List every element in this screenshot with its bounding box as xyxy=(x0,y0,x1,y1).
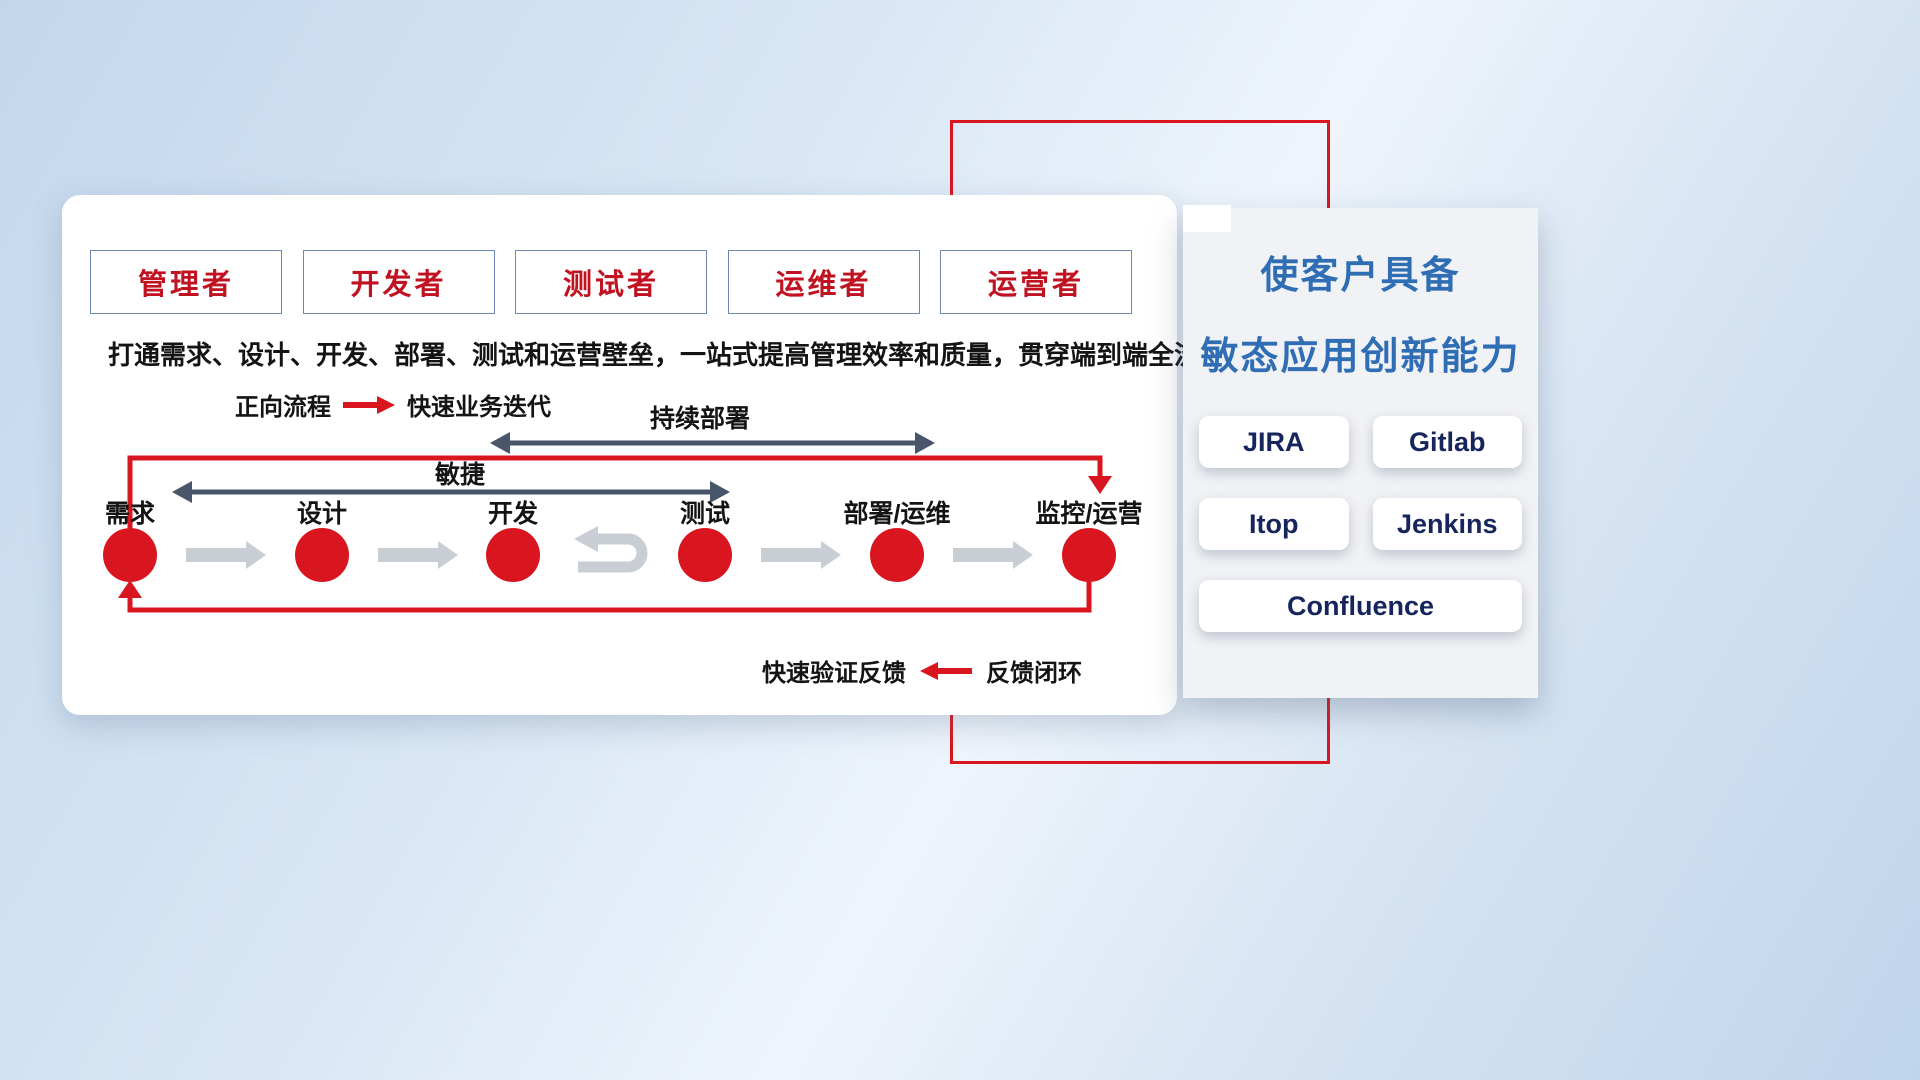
node-label-monitor-operate: 监控/运营 xyxy=(1035,500,1143,528)
devops-flow-panel: 管理者 开发者 测试者 运维者 运营者 打通需求、设计、开发、部署、测试和运营壁… xyxy=(62,195,1227,715)
node-label-deploy-ops: 部署/运维 xyxy=(843,500,951,528)
tool-badge-itop: Itop xyxy=(1199,498,1349,550)
role-box-ops: 运维者 xyxy=(727,250,920,314)
tool-row: Confluence xyxy=(1199,580,1522,632)
tool-badge-gitlab: Gitlab xyxy=(1372,416,1522,468)
tools-panel-title-line2: 敏态应用创新能力 xyxy=(1200,336,1521,378)
forward-arrow-icon xyxy=(343,395,395,414)
legend-forward-desc: 快速业务迭代 xyxy=(407,394,551,421)
tool-badge-jenkins: Jenkins xyxy=(1372,498,1522,550)
role-label: 开发者 xyxy=(350,269,447,301)
iteration-loop-icon xyxy=(574,526,648,573)
legend-feedback-label: 反馈闭环 xyxy=(986,660,1082,687)
tool-badge-jira: JIRA xyxy=(1199,416,1349,468)
tool-badge-confluence: Confluence xyxy=(1199,580,1522,632)
node-label-develop: 开发 xyxy=(487,500,538,528)
agile-span-label: 敏捷 xyxy=(434,461,485,489)
role-label: 管理者 xyxy=(137,269,234,301)
legend-forward: 正向流程 快速业务迭代 xyxy=(235,387,551,422)
role-box-manager: 管理者 xyxy=(90,250,282,314)
flow-subtitle: 打通需求、设计、开发、部署、测试和运营壁垒，一站式提高管理效率和质量，贯穿端到端… xyxy=(108,340,1227,370)
step-arrows xyxy=(186,541,1033,569)
role-box-tester: 测试者 xyxy=(515,250,707,314)
node-label-requirements: 需求 xyxy=(104,500,155,528)
role-label: 运营者 xyxy=(987,269,1084,301)
flow-diagram xyxy=(103,432,1116,613)
role-box-operator: 运营者 xyxy=(940,250,1132,314)
agile-arrow xyxy=(172,481,730,503)
continuous-deploy-arrow xyxy=(490,432,935,454)
role-row: 管理者 开发者 测试者 运维者 运营者 xyxy=(90,250,1132,314)
role-box-developer: 开发者 xyxy=(302,250,495,314)
forward-loop-arrow xyxy=(127,455,1112,528)
tools-panel-title-line1: 使客户具备 xyxy=(1260,255,1461,297)
tools-panel: 使客户具备 敏态应用创新能力 JIRA Gitlab Itop Jenkins … xyxy=(1183,208,1538,698)
stage-nodes xyxy=(103,528,1116,582)
legend-feedback-desc: 快速验证反馈 xyxy=(762,660,906,687)
feedback-loop-arrow xyxy=(118,580,1092,613)
role-label: 运维者 xyxy=(775,269,872,301)
node-label-design: 设计 xyxy=(296,500,347,528)
role-label: 测试者 xyxy=(562,269,659,301)
tool-row: JIRA Gitlab xyxy=(1199,416,1522,468)
panel-corner-accent xyxy=(1183,205,1231,232)
legend-forward-label: 正向流程 xyxy=(235,394,331,421)
tool-row: Itop Jenkins xyxy=(1199,498,1522,550)
tool-grid: JIRA Gitlab Itop Jenkins Confluence xyxy=(1199,416,1522,632)
feedback-arrow-icon xyxy=(920,661,972,680)
continuous-deploy-span-label: 持续部署 xyxy=(649,405,750,433)
node-label-test: 测试 xyxy=(679,500,730,528)
legend-feedback: 快速验证反馈 反馈闭环 xyxy=(762,653,1082,688)
